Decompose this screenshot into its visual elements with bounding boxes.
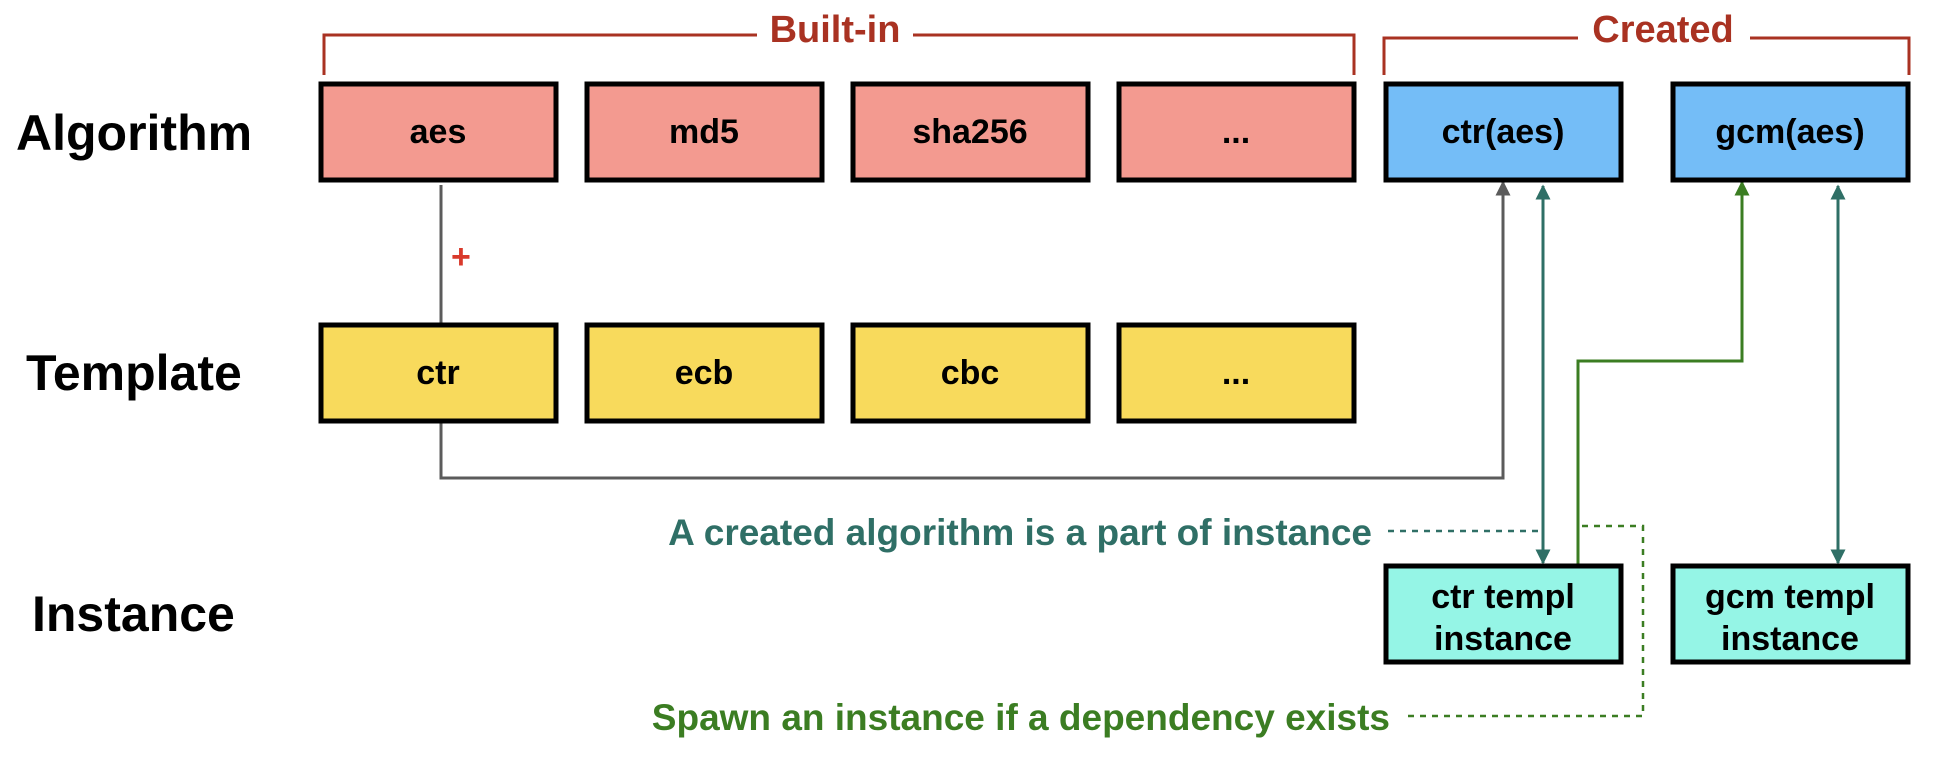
algorithm-box-label: sha256	[912, 113, 1027, 151]
created-bracket: Created	[1382, 9, 1911, 75]
template-box-ctr[interactable]: ctr	[318, 322, 559, 424]
builtin-group-label: Built-in	[770, 9, 901, 51]
ctr-template-to-ctr-aes-arrow	[439, 180, 1511, 480]
algorithm-box-label: md5	[669, 113, 739, 151]
row-label-instance: Instance	[32, 586, 235, 642]
algorithm-box-sha256[interactable]: sha256	[850, 81, 1091, 183]
algorithm-box-label: ...	[1222, 113, 1250, 151]
algorithm-box-label: gcm(aes)	[1715, 113, 1864, 151]
algorithm-box-label: aes	[410, 113, 467, 151]
template-box-cbc[interactable]: cbc	[850, 322, 1091, 424]
instance-box-line2: instance	[1721, 620, 1859, 658]
template-box-ecb[interactable]: ecb	[584, 322, 825, 424]
template-box-label: cbc	[941, 354, 1000, 392]
spawn-instance-dashed-line	[1408, 524, 1645, 718]
builtin-bracket: Built-in	[322, 9, 1356, 75]
row-label-template: Template	[26, 345, 242, 401]
template-box-more[interactable]: ...	[1116, 322, 1357, 424]
template-box-label: ecb	[675, 354, 734, 392]
row-label-algorithm: Algorithm	[16, 105, 252, 161]
algorithm-box-md5[interactable]: md5	[584, 81, 825, 183]
note-spawn-instance: Spawn an instance if a dependency exists	[652, 697, 1390, 738]
spawn-gcm-aes-arrow	[1576, 180, 1750, 564]
instance-box-line1: gcm templ	[1705, 578, 1875, 616]
template-box-label: ctr	[416, 354, 459, 392]
instance-box-line2: instance	[1434, 620, 1572, 658]
plus-sign: +	[451, 238, 471, 276]
instance-box-ctr[interactable]: ctr templ instance	[1383, 563, 1624, 665]
algorithm-box-label: ctr(aes)	[1442, 113, 1565, 151]
algorithm-box-ctr-aes[interactable]: ctr(aes)	[1383, 81, 1624, 183]
algorithm-box-more[interactable]: ...	[1116, 81, 1357, 183]
instance-box-gcm[interactable]: gcm templ instance	[1670, 563, 1911, 665]
created-group-label: Created	[1592, 9, 1734, 51]
algorithm-box-gcm-aes[interactable]: gcm(aes)	[1670, 81, 1911, 183]
note-part-of-instance: A created algorithm is a part of instanc…	[668, 512, 1372, 553]
template-box-label: ...	[1222, 354, 1250, 392]
instance-box-line1: ctr templ	[1431, 578, 1575, 616]
algorithm-box-aes[interactable]: aes	[318, 81, 559, 183]
